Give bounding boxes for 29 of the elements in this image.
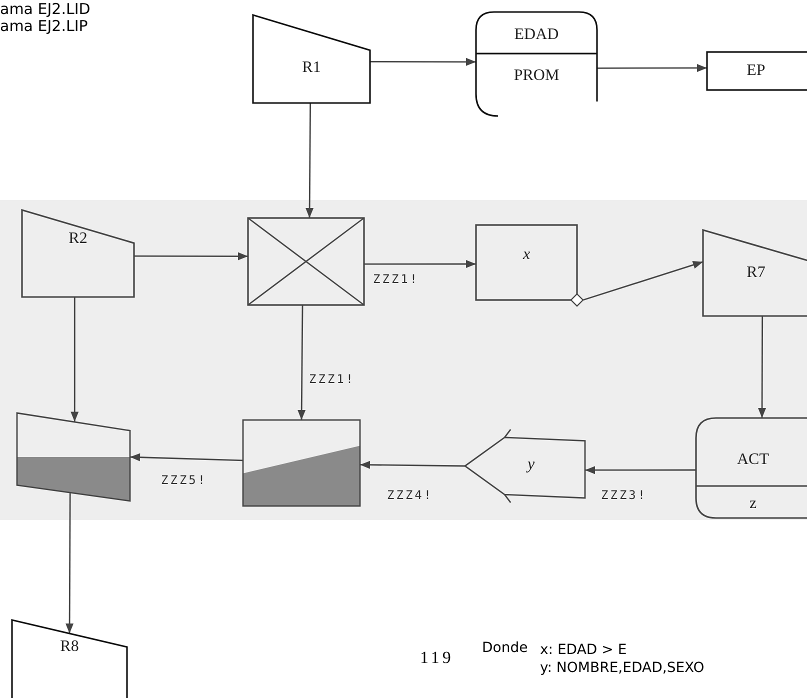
arrow	[758, 316, 766, 418]
arrow	[306, 103, 314, 218]
node-label: R1	[302, 58, 321, 77]
note-text: y: NOMBRE,EDAD,SEXO	[540, 660, 704, 676]
node-label: R8	[60, 638, 79, 656]
arrow	[370, 58, 476, 66]
page-number: 119	[420, 648, 454, 668]
arrow	[130, 453, 244, 462]
arrow	[585, 466, 696, 474]
arrow	[70, 297, 79, 422]
node-label: EP	[746, 62, 766, 80]
node-label: R7	[746, 264, 766, 282]
node-label: ACT	[737, 451, 769, 469]
arrow	[360, 460, 465, 469]
arrow	[66, 493, 74, 634]
heading-text: ama EJ2.LID	[0, 0, 90, 18]
node-label: z	[749, 495, 757, 513]
arrow	[298, 305, 306, 420]
note-text: Donde	[482, 640, 528, 656]
note-text: x: EDAD > E	[540, 642, 627, 658]
node-label: EDAD	[514, 26, 559, 44]
node-label: y	[527, 456, 535, 474]
arrow	[134, 252, 248, 260]
arrow	[364, 260, 476, 268]
node-label: x	[522, 246, 530, 264]
node-label: PROM	[514, 67, 560, 86]
arrow	[597, 64, 707, 72]
heading-text: ama EJ2.LIP	[0, 17, 88, 35]
node-label: R2	[68, 230, 88, 248]
